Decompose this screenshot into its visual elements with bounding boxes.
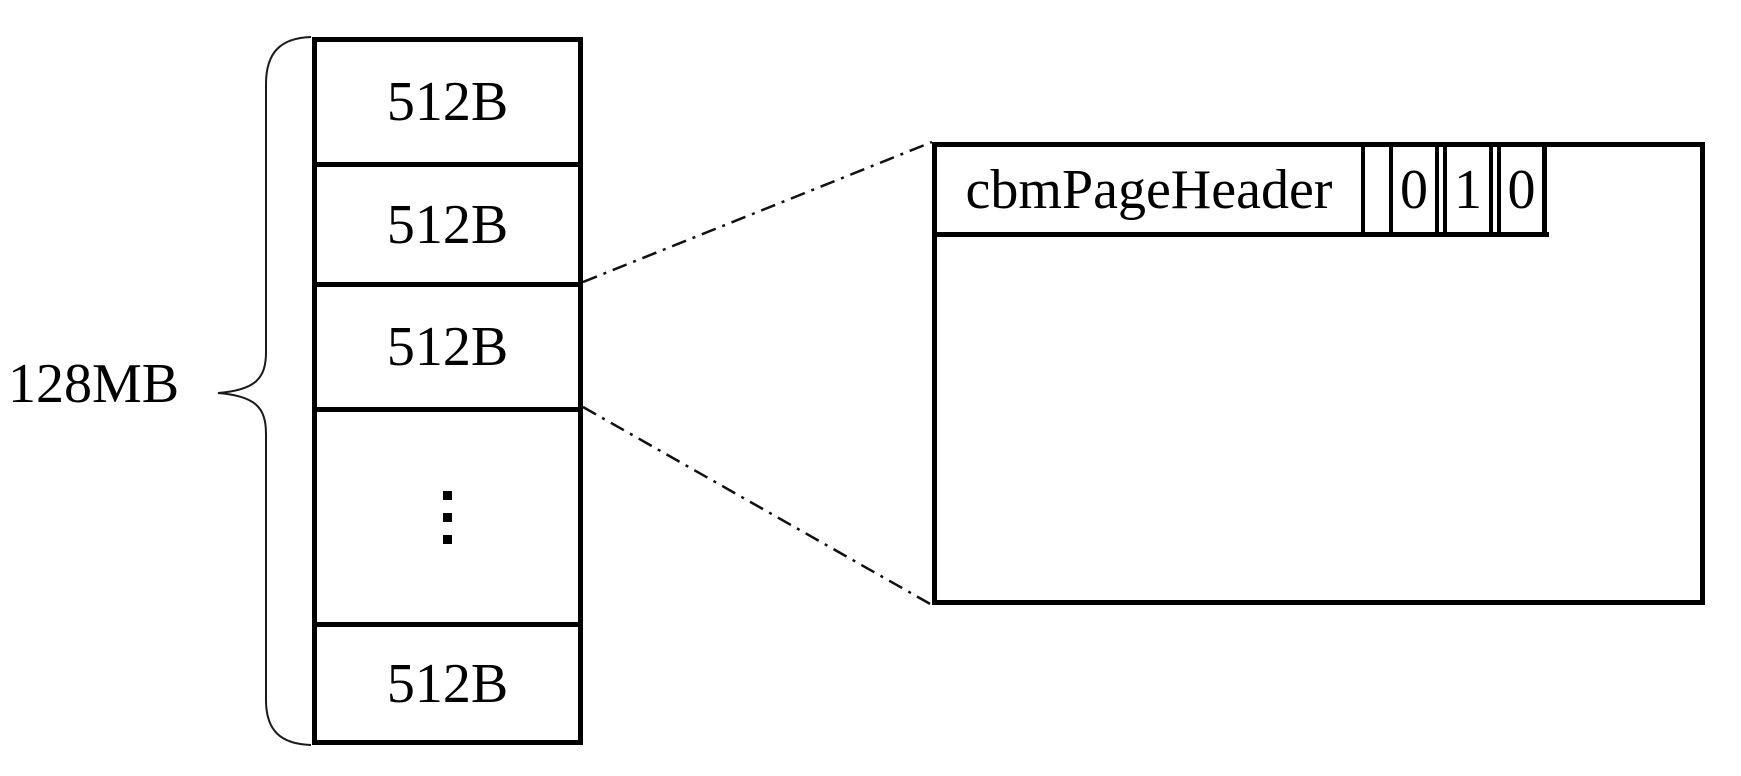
- vertical-ellipsis-icon: [443, 490, 452, 500]
- flag-value: 0: [1400, 158, 1428, 221]
- header-gap: [1365, 147, 1389, 232]
- brace-128mb: [217, 36, 312, 746]
- memory-block-label: 512B: [386, 316, 509, 378]
- memory-block: 512B: [317, 162, 578, 282]
- memory-block-label: 512B: [386, 193, 509, 256]
- memory-block: 512B: [317, 622, 578, 740]
- connector-line-bottom: [582, 405, 933, 607]
- flag-cell: 1: [1443, 147, 1493, 232]
- total-size-label: 128MB: [8, 353, 180, 415]
- page-header-row: cbmPageHeader 0 1 0: [937, 147, 1549, 237]
- connector-line-top: [582, 140, 933, 284]
- flag-cell: 0: [1389, 147, 1439, 232]
- flag-cell: 0: [1497, 147, 1547, 232]
- memory-block-label: 512B: [386, 71, 509, 133]
- memory-block-label: 512B: [386, 652, 509, 715]
- memory-block: 512B: [317, 42, 578, 162]
- page-detail-box: cbmPageHeader 0 1 0: [932, 142, 1705, 605]
- memory-block-ellipsis: [317, 407, 578, 622]
- memory-stack: 512B 512B 512B 512B: [312, 37, 583, 745]
- vertical-ellipsis-icon: [443, 534, 452, 544]
- flag-value: 0: [1507, 158, 1536, 221]
- page-header-label: cbmPageHeader: [965, 158, 1333, 221]
- flag-value: 1: [1454, 158, 1482, 221]
- memory-block-expanded: 512B: [317, 282, 578, 407]
- vertical-ellipsis-icon: [443, 512, 452, 522]
- page-header-cell: cbmPageHeader: [937, 147, 1365, 232]
